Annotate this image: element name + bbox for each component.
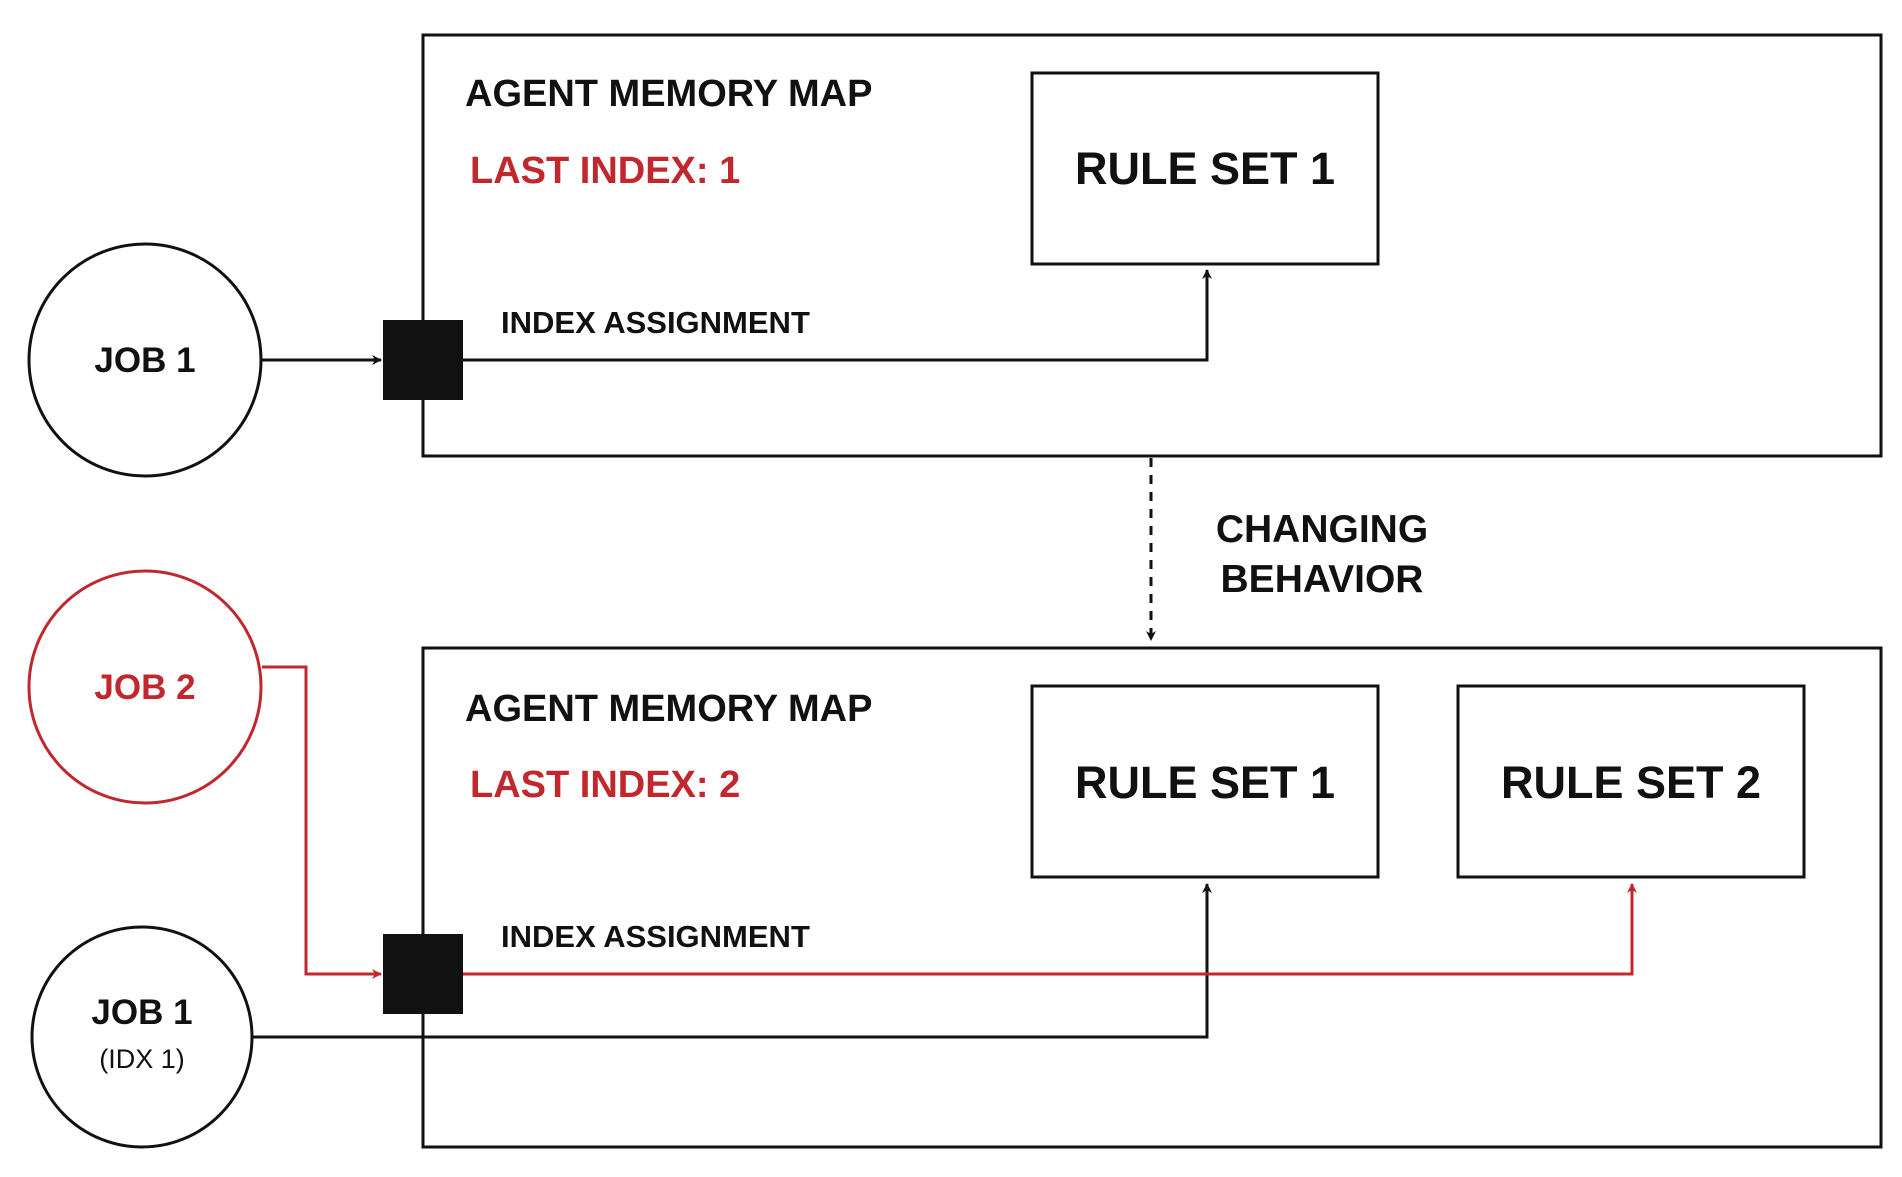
bottom-job1-path — [250, 883, 1212, 1039]
bottom-index-assignment-label: INDEX ASSIGNMENT — [501, 919, 810, 954]
bottom-job-2-label: JOB 2 — [94, 668, 195, 707]
top-map-frame — [421, 33, 1883, 458]
bottom-memory-map: AGENT MEMORY MAP LAST INDEX: 2 RULE SET … — [27, 569, 1883, 1149]
top-map-title: AGENT MEMORY MAP — [465, 73, 872, 115]
top-last-index: LAST INDEX: 1 — [470, 150, 740, 192]
bottom-index-port — [383, 934, 463, 1014]
bottom-map-title: AGENT MEMORY MAP — [465, 688, 872, 730]
bottom-last-index: LAST INDEX: 2 — [470, 764, 740, 806]
bottom-rule-set-2-box — [1456, 684, 1806, 879]
bottom-rule-set-2-label: RULE SET 2 — [1501, 757, 1761, 808]
bottom-job-1-sublabel: (IDX 1) — [99, 1044, 185, 1074]
bottom-assignment-path-red — [463, 883, 1637, 976]
bottom-job2-connector — [262, 665, 382, 979]
bottom-rule-set-1-label: RULE SET 1 — [1075, 757, 1335, 808]
top-memory-map: AGENT MEMORY MAP LAST INDEX: 1 RULE SET … — [27, 33, 1883, 478]
bottom-job-2-node — [27, 569, 263, 805]
top-rule-set-1-box — [1030, 71, 1380, 266]
top-job-1-node — [27, 242, 263, 478]
top-job-1-label: JOB 1 — [94, 341, 195, 380]
changing-behavior-transition: CHANGING BEHAVIOR — [1146, 458, 1428, 641]
changing-behavior-line2: BEHAVIOR — [1221, 558, 1424, 601]
top-assignment-path — [463, 269, 1212, 362]
top-rule-set-1-label: RULE SET 1 — [1075, 143, 1335, 194]
bottom-job-1-label: JOB 1 — [91, 993, 192, 1032]
top-index-port — [383, 320, 463, 400]
changing-behavior-line1: CHANGING — [1216, 508, 1428, 551]
bottom-job-1-node — [30, 925, 254, 1149]
bottom-rule-set-1-box — [1030, 684, 1380, 879]
top-index-assignment-label: INDEX ASSIGNMENT — [501, 305, 810, 340]
bottom-map-frame — [421, 646, 1883, 1149]
